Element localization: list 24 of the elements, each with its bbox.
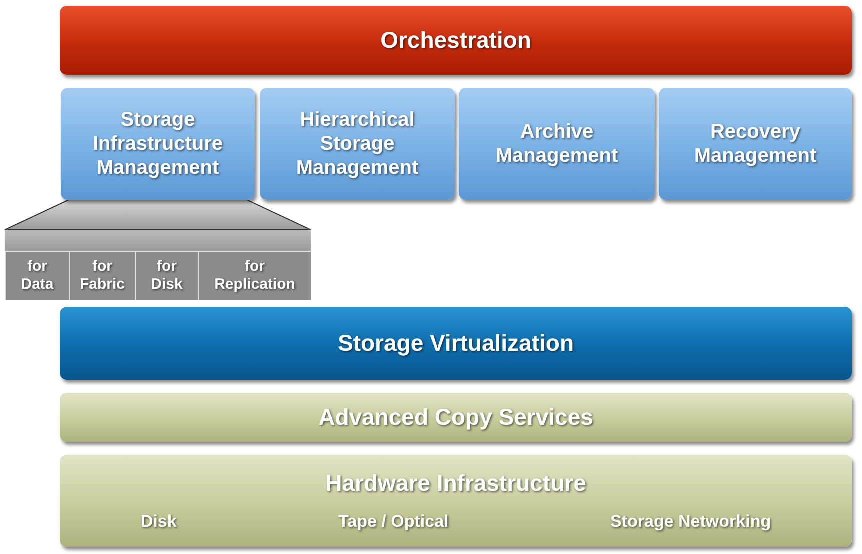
layer-title: Storage Infrastructure Management <box>92 108 224 180</box>
callout-connector <box>4 200 312 230</box>
layer-title: Recovery Management <box>693 120 818 168</box>
layer-title: Advanced Copy Services <box>318 404 594 432</box>
function-box <box>260 88 455 200</box>
sub-label: Storage Networking <box>610 512 772 532</box>
layer-bar <box>60 393 852 442</box>
function-box <box>459 88 655 200</box>
layer-title: Archive Management <box>494 120 620 168</box>
sub-label: Disk <box>140 512 177 532</box>
layer-bar <box>60 455 852 547</box>
function-box <box>659 88 852 200</box>
layer-title: Hierarchical Storage Management <box>295 108 420 180</box>
layer-title: Orchestration <box>380 26 532 54</box>
layer-title: for Fabric <box>80 258 125 294</box>
layer-title: for Disk <box>151 258 183 294</box>
layer-title: for Data <box>21 258 54 294</box>
sub-label: Tape / Optical <box>338 512 449 532</box>
component-panel <box>5 230 311 300</box>
layer-bar <box>60 6 852 75</box>
layer-bar <box>60 307 852 380</box>
layer-title: for Replication <box>214 258 296 294</box>
layer-title: Hardware Infrastructure <box>326 470 586 498</box>
layer-title: Storage Virtualization <box>338 330 574 358</box>
